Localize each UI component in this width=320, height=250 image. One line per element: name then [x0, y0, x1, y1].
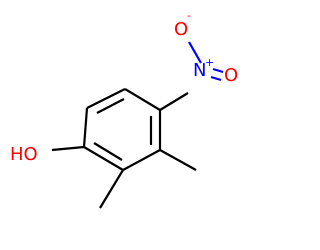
ring-double-bond-c6-c1	[93, 142, 123, 161]
oxygen-right-label: O	[224, 65, 238, 86]
hydroxyl-label: HO	[10, 144, 38, 165]
hydroxyl-bond	[51, 145, 85, 152]
n-o-bond-top	[188, 41, 202, 64]
molecule-diagram: HO N + O - O	[10, 9, 238, 209]
ring-bond-c1-c2	[82, 107, 89, 148]
n-o-double-bond-a	[212, 67, 224, 74]
methyl-bond-1	[99, 169, 124, 209]
nitrogen-label: N	[193, 60, 206, 81]
nitrogen-charge-label: +	[205, 56, 214, 69]
n-o-double-bond-b	[210, 75, 222, 82]
structure-canvas: HO N + O - O	[10, 9, 238, 209]
ring-bond-c2-c3	[86, 88, 126, 109]
oxygen-top-charge-label: -	[187, 9, 191, 22]
oxygen-top-label: O	[174, 19, 188, 40]
methyl-bond-2	[159, 149, 197, 171]
ring-double-bond-c2-c3	[96, 98, 125, 114]
ring-bond-c3-c4	[124, 88, 161, 111]
ring-n-bond	[159, 92, 189, 111]
ring-bond-c6-c1	[83, 146, 124, 171]
ring-bond-c5-c6	[122, 149, 161, 171]
